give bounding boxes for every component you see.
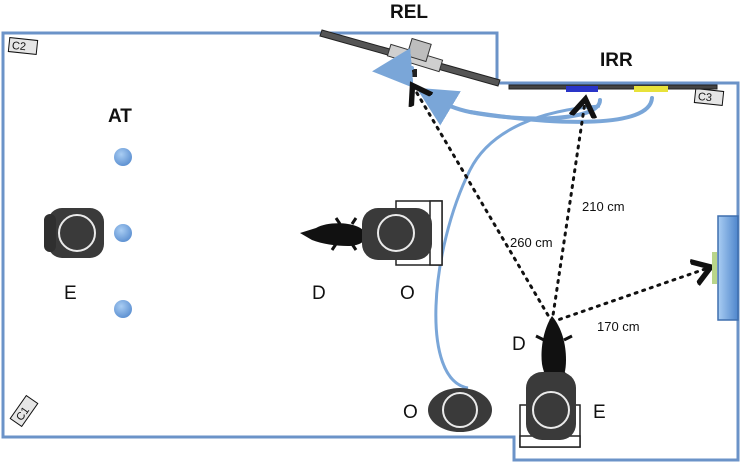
corner-c3-label: C3 <box>697 91 712 104</box>
dog-right-label: D <box>512 334 526 355</box>
dog-left-figure <box>300 217 366 251</box>
experimenter-left-label: E <box>64 283 77 304</box>
irr-yellow-marker <box>634 86 668 92</box>
corner-c2-label: C2 <box>11 40 26 53</box>
at-dot-bottom <box>114 300 132 318</box>
distance-260-label: 260 cm <box>510 235 553 250</box>
distance-170-label: 170 cm <box>597 319 640 334</box>
owner-left-label: O <box>400 283 415 304</box>
owner-bottom-label: O <box>403 402 418 423</box>
corner-c3-marker: C3 <box>693 88 725 106</box>
rel-apparatus <box>319 29 501 87</box>
at-dot-middle <box>114 224 132 242</box>
at-label: AT <box>108 106 132 127</box>
corner-c2-marker: C2 <box>7 37 39 55</box>
owner-left-figure <box>362 200 443 266</box>
experimenter-bottom-label: E <box>593 402 606 423</box>
experimenter-bottom-figure <box>519 372 581 448</box>
corner-c1-marker: C1 <box>9 394 39 428</box>
room-walls <box>1 31 740 462</box>
experimenter-left-figure <box>44 208 104 258</box>
distance-210-label: 210 cm <box>582 199 625 214</box>
irr-apparatus <box>508 84 718 92</box>
dog-right-figure <box>535 316 573 384</box>
rel-label: REL <box>390 2 428 23</box>
side-screen <box>712 215 739 321</box>
owner-path-arrow <box>434 104 601 390</box>
dog-left-label: D <box>312 283 326 304</box>
owner-bottom-figure <box>428 388 492 432</box>
irr-blue-marker <box>566 86 598 92</box>
at-dot-top <box>114 148 132 166</box>
pointing-lines <box>414 88 708 324</box>
irr-label: IRR <box>600 50 633 71</box>
